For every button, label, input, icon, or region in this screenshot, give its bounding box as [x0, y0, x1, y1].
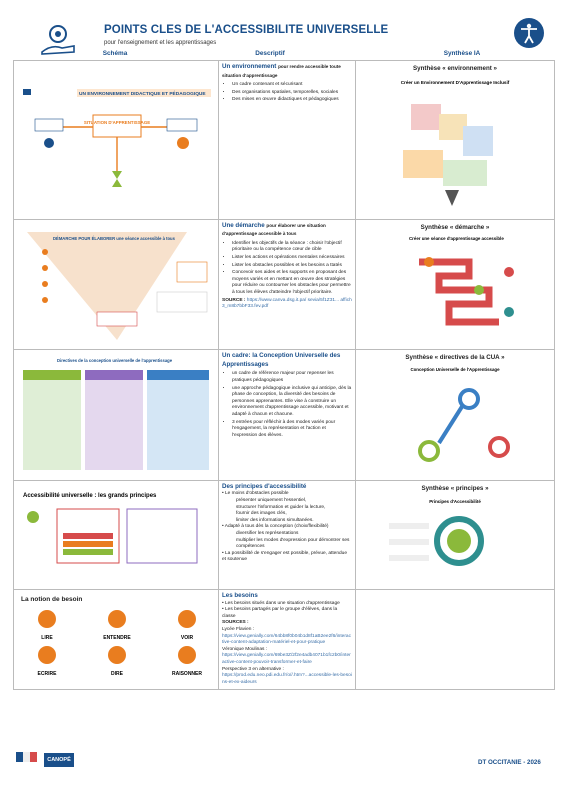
accessibility-icon	[514, 18, 544, 48]
principles-diagram: Accessibilité universelle : les grands p…	[23, 493, 198, 564]
footer-org: DT OCCITANIE - 2026	[478, 759, 541, 766]
list-item: Lister les actions et opérations mentale…	[232, 255, 352, 262]
svg-text:DÉMARCHE POUR ÉLABORER une séa: DÉMARCHE POUR ÉLABORER une séance access…	[53, 236, 176, 241]
descriptif-cell: Des principes d'accessibilité • Le moins…	[218, 479, 356, 590]
descriptif-cell: Une démarche pour élaborer une situation…	[218, 218, 356, 351]
list-item: Lister les obstacles possibles et les be…	[232, 263, 352, 270]
descriptif-cell: Un environnement pour rendre accessible …	[218, 60, 356, 220]
synthesis-title: Synthèse « démarche »	[420, 223, 490, 231]
source-link[interactable]: https://view.genially.com/69be3Z/2f2e4ad…	[222, 653, 351, 666]
column-header-schema: Schéma	[102, 50, 128, 57]
schema-cell: Accessibilité universelle : les grands p…	[13, 479, 219, 590]
svg-text:Accessibilité universelle : le: Accessibilité universelle : les grands p…	[23, 493, 157, 499]
key-icon	[418, 439, 440, 462]
table-row: Directives de la conception universelle …	[13, 349, 555, 481]
schema-cell: UN ENVIRONNEMENT DIDACTIQUE ET PÉDAGOGIQ…	[13, 60, 219, 220]
list-item: Des organisations spatiales, temporelles…	[232, 90, 352, 97]
republique-francaise-logo	[16, 752, 37, 762]
svg-text:ECRIRE: ECRIRE	[38, 671, 58, 677]
eye-icon	[178, 609, 196, 628]
synthesis-title: Synthèse « environnement »	[413, 65, 497, 72]
table-row: DÉMARCHE POUR ÉLABORER une séance access…	[13, 218, 555, 351]
list-item: une approche pédagogique inclusive qui a…	[232, 386, 352, 419]
page-title: POINTS CLES DE L'ACCESSIBILITE UNIVERSEL…	[104, 24, 389, 36]
approach-synthesis-diagram: Créer une séance d'apprentissage accessi…	[409, 236, 514, 326]
read-icon	[38, 609, 56, 628]
table-row: Accessibilité universelle : les grands p…	[13, 479, 555, 590]
svg-text:Conception Universelle de l'Ap: Conception Universelle de l'Apprentissag…	[410, 367, 500, 372]
cua-synthesis-diagram: Conception Universelle de l'Apprentissag…	[410, 367, 510, 462]
key-points-table: UN ENVIRONNEMENT DIDACTIQUE ET PÉDAGOGIQ…	[13, 60, 555, 690]
svg-text:Directives de la conception un: Directives de la conception universelle …	[57, 358, 173, 363]
list-item: 3 entrées pour réfléchir à des modes var…	[232, 420, 352, 440]
descriptif-cell: Un cadre: la Conception Universelle des …	[218, 349, 356, 481]
cua-guidelines-diagram: Directives de la conception universelle …	[23, 358, 209, 471]
schema-title: UN ENVIRONNEMENT DIDACTIQUE ET PÉDAGOGIQ…	[79, 89, 206, 97]
needs-diagram: LIRE ENTENDRE VOIR ECRIRE DIRE RAISONNER	[38, 609, 202, 677]
descriptif-cell: Les besoins • Les besoins situés dans un…	[218, 588, 356, 690]
environment-diagram: UN ENVIRONNEMENT DIDACTIQUE ET PÉDAGOGIQ…	[23, 89, 211, 187]
hand-gear-icon	[41, 25, 75, 55]
svg-text:LIRE: LIRE	[41, 635, 53, 641]
list-item: Concevoir ses aides et les supports en p…	[232, 270, 352, 296]
brain-icon	[178, 645, 196, 664]
synthesis-title: Synthèse « principes »	[421, 484, 489, 492]
synthesis-title: Synthèse « directives de la CUA »	[405, 354, 505, 362]
pencil-tip-icon	[445, 189, 459, 206]
page-subtitle: pour l'enseignement et les apprentissage…	[104, 40, 217, 46]
svg-text:Créer un Environnement D'Appre: Créer un Environnement D'Apprentissage I…	[401, 80, 510, 85]
svg-text:Principes d'Accessibilité: Principes d'Accessibilité	[429, 499, 481, 504]
principles-synthesis-diagram: Principes d'Accessibilité	[389, 499, 484, 567]
svg-text:ENTENDRE: ENTENDRE	[103, 635, 131, 641]
svg-text:Créer une séance d'apprentissa: Créer une séance d'apprentissage accessi…	[409, 236, 504, 241]
ear-icon	[108, 609, 126, 628]
approach-diagram: DÉMARCHE POUR ÉLABORER une séance access…	[27, 231, 208, 340]
table-row: La notion de besoin LIRE ENTENDRE VOIR E…	[13, 588, 555, 690]
column-header-synthese: Synthèse IA	[443, 50, 481, 57]
list-item: Des mises en œuvre didactiques et pédago…	[232, 97, 352, 104]
synthese-cell: Synthèse « démarche » Créer une séance d…	[355, 218, 555, 351]
key-icon	[458, 387, 480, 410]
environment-synthesis-diagram: Créer un Environnement D'Apprentissage I…	[401, 80, 510, 206]
location-icon	[44, 138, 54, 148]
key-icon	[488, 435, 510, 458]
column-header-descriptif: Descriptif	[255, 50, 285, 57]
schema-cell: Directives de la conception universelle …	[13, 349, 219, 481]
synthese-cell	[355, 588, 555, 690]
table-row: UN ENVIRONNEMENT DIDACTIQUE ET PÉDAGOGIQ…	[13, 60, 555, 220]
source-link[interactable]: https://view.genially.com/64bb8f0b04b1d8…	[222, 633, 351, 646]
svg-text:VOIR: VOIR	[181, 635, 194, 641]
canope-logo: CANOPÉ	[44, 753, 74, 767]
list-item: Identifier les objectifs de la séance : …	[232, 241, 352, 254]
list-item: Un cadre contenant et sécurisant	[232, 82, 352, 89]
hourglass-icon	[112, 171, 122, 187]
source-link[interactable]: https://www.canva.dsg.it.pa/ sevia/5f1Z3…	[222, 297, 352, 310]
schema-cell: La notion de besoin LIRE ENTENDRE VOIR E…	[13, 588, 219, 690]
list-item: un cadre de référence majeur pour repens…	[232, 371, 352, 384]
source-link[interactable]: https://prod.edu.neo.pdi.edu.fr/o//.htm?…	[222, 673, 352, 685]
write-icon	[38, 645, 56, 664]
synthese-cell: Synthèse « directives de la CUA » Concep…	[355, 349, 555, 481]
page-header: POINTS CLES DE L'ACCESSIBILITE UNIVERSEL…	[8, 18, 558, 68]
speak-icon	[108, 645, 126, 664]
schema-cell: DÉMARCHE POUR ÉLABORER une séance access…	[13, 218, 219, 351]
synthese-cell: Synthèse « principes » Principes d'Acces…	[355, 479, 555, 590]
svg-text:RAISONNER: RAISONNER	[172, 671, 202, 677]
synthese-cell: Synthèse « environnement » Créer un Envi…	[355, 60, 555, 220]
handshake-icon	[177, 137, 189, 149]
schema-center: SITUATION D'APPRENTISSAGE	[84, 120, 150, 125]
svg-text:DIRE: DIRE	[111, 671, 124, 677]
